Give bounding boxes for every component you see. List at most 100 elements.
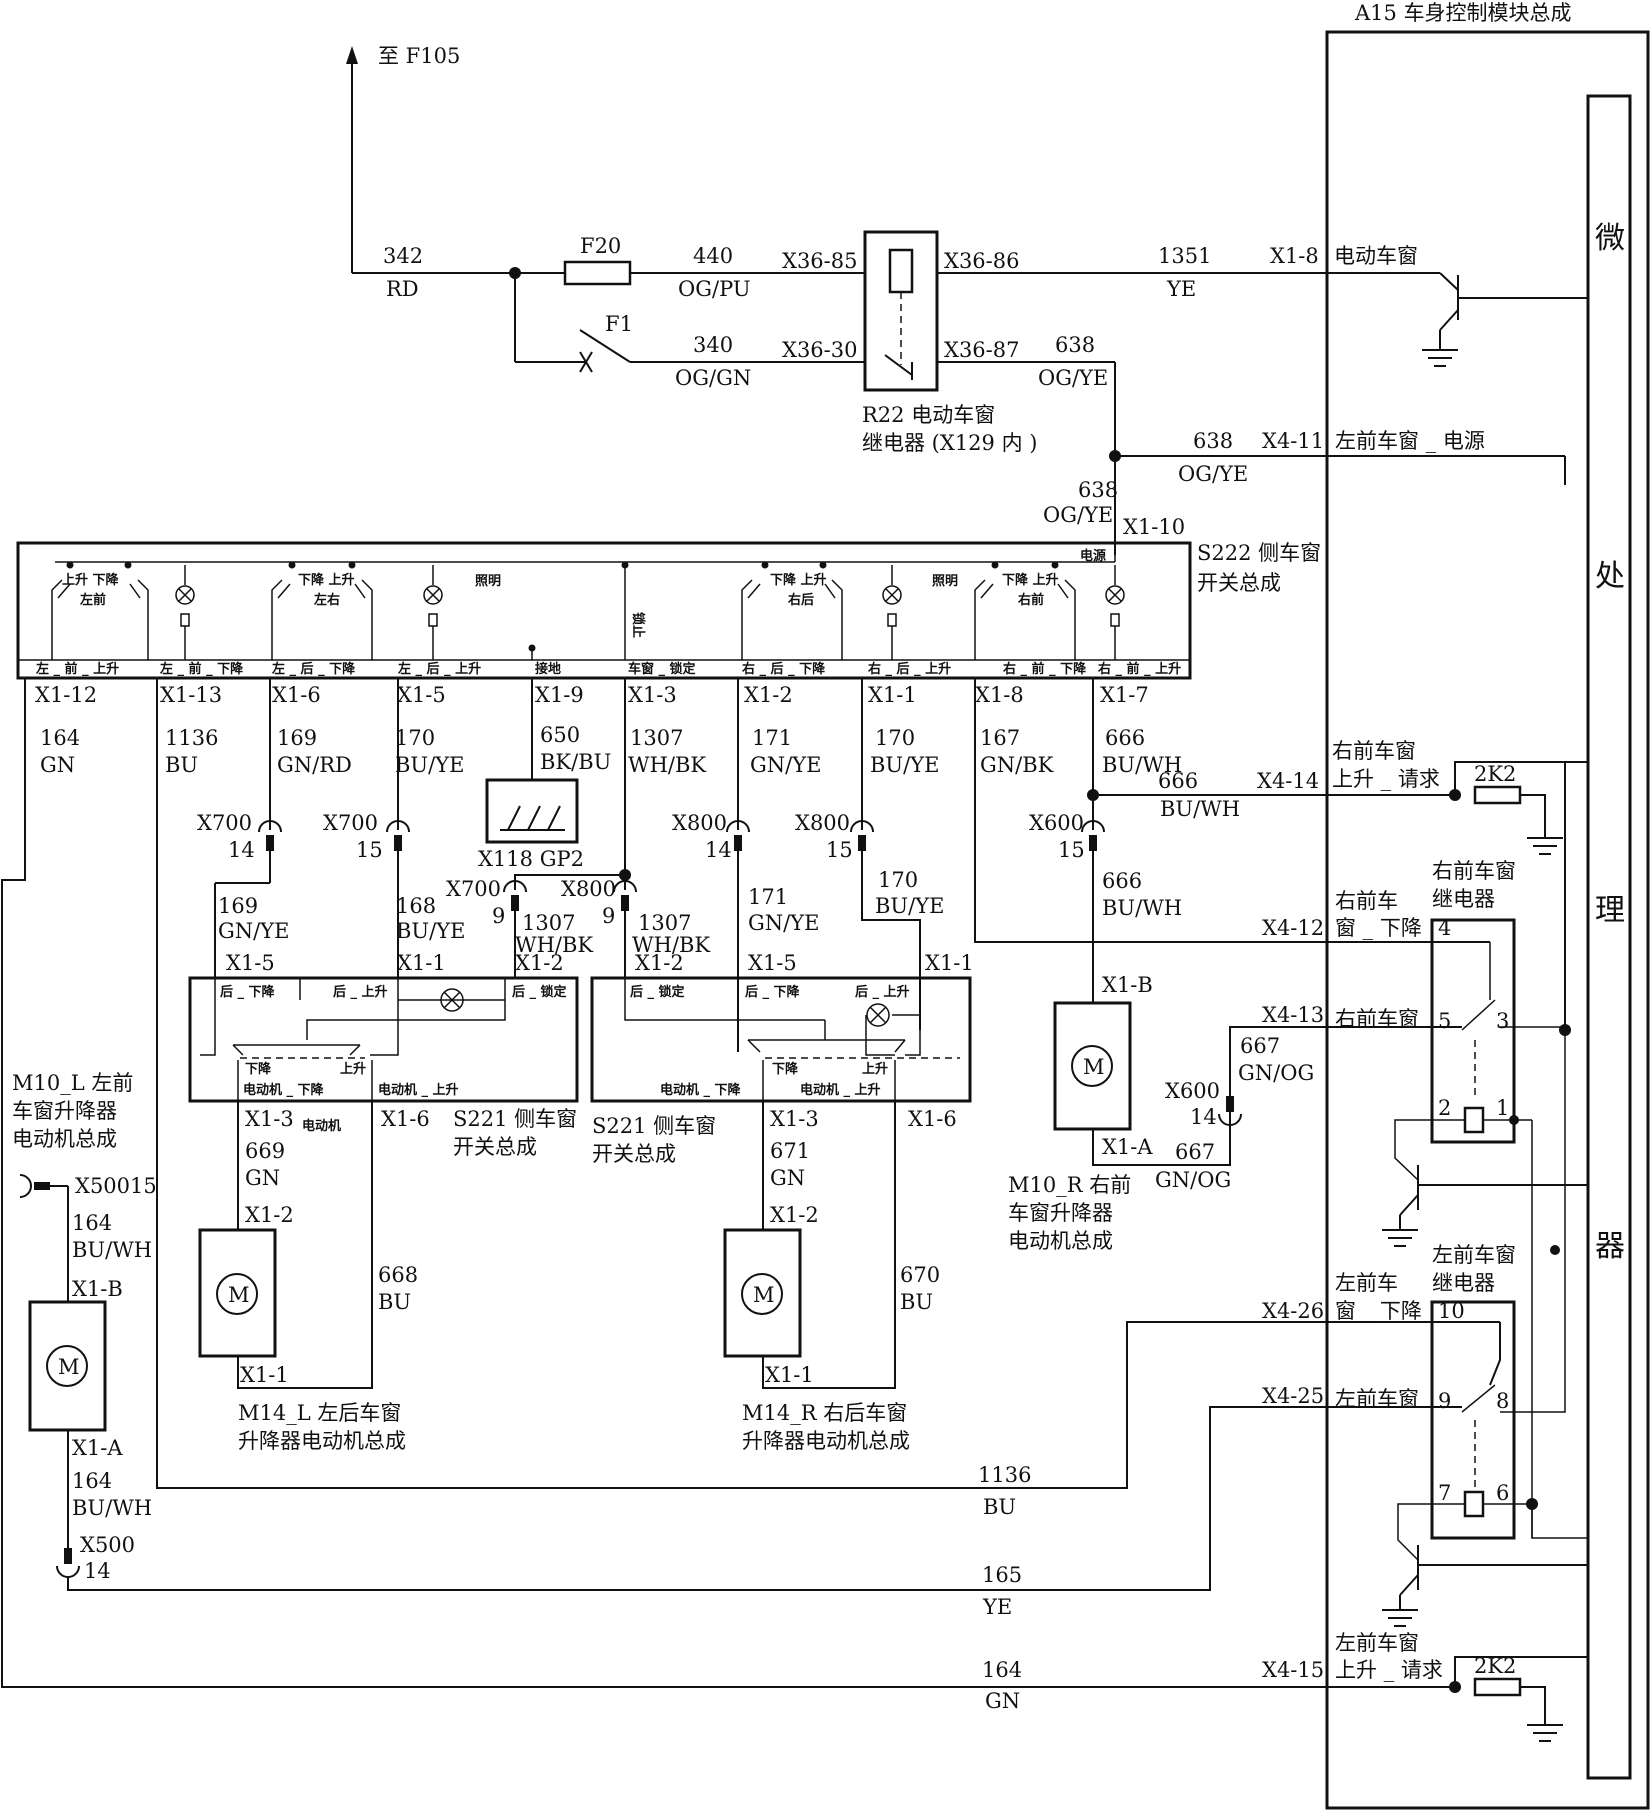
svg-text:电动机: 电动机 [302,1118,341,1134]
svg-text:开关总成: 开关总成 [1197,571,1281,595]
svg-text:X1-2: X1-2 [635,951,684,975]
relay-coil [888,248,914,294]
svg-text:650: 650 [540,723,580,747]
svg-text:BU/YE: BU/YE [396,919,465,943]
svg-text:BU/WH: BU/WH [72,1238,152,1262]
svg-text:666: 666 [1102,869,1142,893]
svg-text:X1-8: X1-8 [975,683,1024,707]
s222-switch-assembly: S222 侧车窗 开关总成 电源 上升 下降 左前 下降 上升 左右 [16,541,1321,777]
svg-text:左前车: 左前车 [1335,1271,1398,1295]
svg-text:9: 9 [492,904,505,928]
svg-text:X4-11: X4-11 [1262,429,1324,453]
lamp-icon [440,988,464,1012]
svg-text:右前车窗: 右前车窗 [1335,1007,1419,1031]
svg-text:后 _ 上升: 后 _ 上升 [855,984,910,1000]
to-f105-label: 至 F105 [378,44,460,68]
svg-text:下降: 下降 [772,1061,799,1077]
svg-text:下降 上升: 下降 上升 [770,572,827,588]
svg-text:左前车窗: 左前车窗 [1335,1631,1419,1655]
svg-text:GN/RD: GN/RD [277,753,352,777]
svg-text:X1-B: X1-B [72,1277,123,1301]
ground-x118: X118 GP2 [478,778,584,871]
svg-text:OG/YE: OG/YE [1043,503,1113,527]
svg-text:1136: 1136 [978,1463,1031,1487]
svg-text:X1-6: X1-6 [272,683,321,707]
svg-text:X4-15: X4-15 [1262,1658,1324,1682]
resistor-2k2 [1473,785,1522,805]
svg-text:左 _ 后 _ 下降: 左 _ 后 _ 下降 [272,661,356,677]
svg-text:右后: 右后 [787,592,814,608]
connector-x800-14: X800 14 [672,811,750,862]
svg-text:X36-30: X36-30 [782,338,858,362]
lamp-icon [175,565,195,660]
svg-text:169: 169 [277,726,317,750]
lamp-icon [1105,565,1125,660]
svg-text:X1-2: X1-2 [770,1203,819,1227]
svg-text:BU/YE: BU/YE [395,753,464,777]
svg-text:164: 164 [40,726,80,750]
svg-text:167: 167 [980,726,1020,750]
svg-text:X4-13: X4-13 [1262,1003,1324,1027]
svg-text:4: 4 [1438,916,1451,940]
resistor-2k2 [1473,1677,1522,1697]
svg-text:1351: 1351 [1158,244,1211,268]
svg-text:X1-8: X1-8 [1270,244,1319,268]
svg-text:车窗升降器: 车窗升降器 [12,1099,117,1123]
svg-text:电动机 _ 下降: 电动机 _ 下降 [243,1082,325,1098]
ground-icon [500,805,565,831]
lamp-icon [882,565,902,660]
svg-text:168: 168 [396,894,436,918]
svg-text:窗 _ 下降: 窗 _ 下降 [1335,1299,1422,1323]
ground-icon [1382,1609,1418,1627]
svg-text:GN: GN [245,1166,280,1190]
svg-text:X36-86: X36-86 [944,249,1020,273]
svg-text:638: 638 [1193,429,1233,453]
svg-text:右前车: 右前车 [1335,889,1398,913]
motor-m10-r: M [1053,1001,1132,1131]
svg-text:车窗升降器: 车窗升降器 [1008,1201,1113,1225]
svg-text:GN/BK: GN/BK [980,753,1054,777]
svg-text:342: 342 [383,244,423,268]
arrow-up-icon [346,46,358,64]
svg-text:171: 171 [752,726,792,750]
svg-text:164: 164 [72,1211,112,1235]
svg-text:X1-A: X1-A [1102,1135,1153,1159]
svg-text:WH/BK: WH/BK [628,753,706,777]
svg-text:170: 170 [875,726,915,750]
svg-text:后 _ 下降: 后 _ 下降 [220,984,276,1000]
relay-coil [1463,1490,1485,1518]
ground-icon [1527,837,1563,855]
svg-text:X1-A: X1-A [72,1436,123,1460]
svg-text:下降: 下降 [245,1061,272,1077]
connector-x600-14: X600 14 [1165,1079,1242,1129]
svg-text:X700: X700 [446,877,501,901]
a15-module: A15 车身控制模块总成 微 处 理 器 [1325,1,1650,1810]
svg-text:666: 666 [1158,769,1198,793]
svg-text:X1-1: X1-1 [240,1363,289,1387]
connector-x50015: X50015 [19,1174,157,1198]
svg-text:X700: X700 [323,811,378,835]
svg-text:165: 165 [982,1563,1022,1587]
svg-text:后 _ 锁定: 后 _ 锁定 [630,984,685,1000]
svg-text:X1-13: X1-13 [160,683,222,707]
svg-text:1136: 1136 [165,726,218,750]
svg-text:WH/BK: WH/BK [515,933,593,957]
svg-text:1: 1 [1496,1096,1509,1120]
svg-text:BU: BU [165,753,198,777]
svg-text:BU/WH: BU/WH [1102,753,1182,777]
svg-text:2: 2 [1438,1096,1451,1120]
svg-text:右前车窗: 右前车窗 [1332,739,1416,763]
svg-text:上升 下降: 上升 下降 [62,572,120,588]
lamp-icon [423,565,443,660]
svg-text:14: 14 [1190,1105,1217,1129]
svg-text:后 _ 上升: 后 _ 上升 [333,984,388,1000]
svg-text:左 _ 前 _ 下降: 左 _ 前 _ 下降 [160,661,244,677]
svg-text:开关总成: 开关总成 [592,1142,676,1166]
svg-text:3: 3 [1496,1009,1509,1033]
svg-text:X1-6: X1-6 [908,1107,957,1131]
svg-text:上升: 上升 [862,1061,888,1077]
svg-text:169: 169 [218,894,258,918]
relay-left-front [1430,1300,1516,1540]
svg-text:上升: 上升 [340,1061,366,1077]
